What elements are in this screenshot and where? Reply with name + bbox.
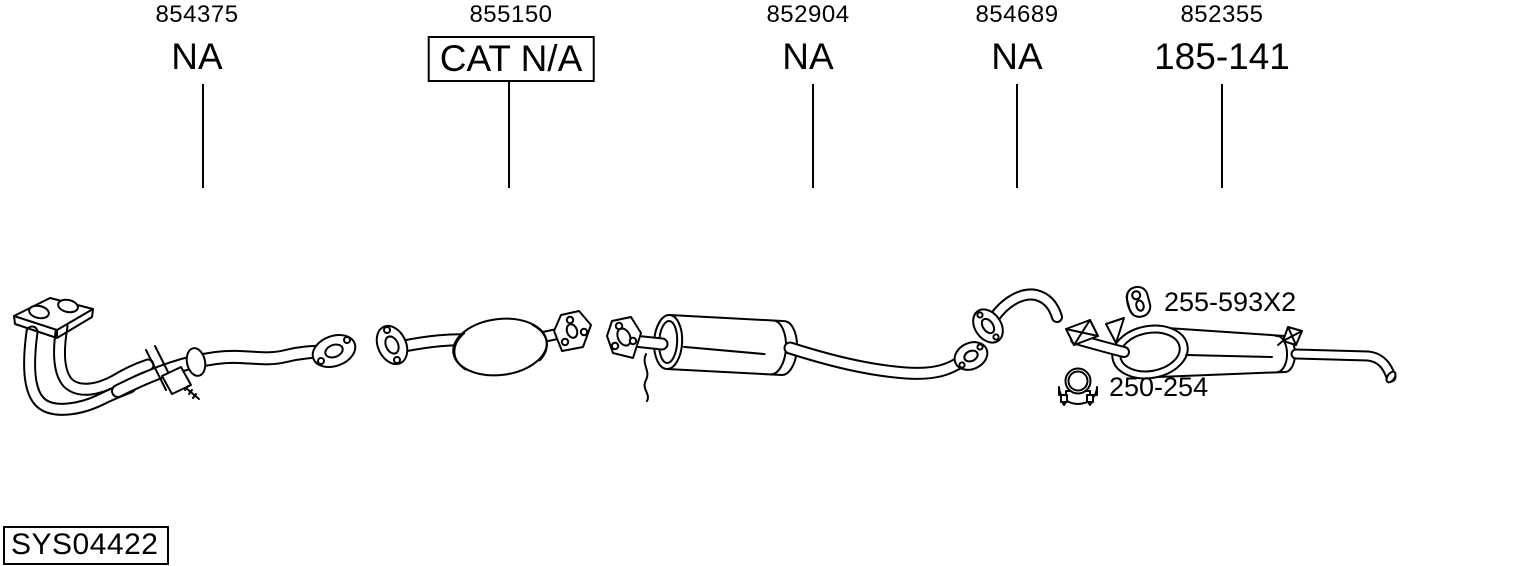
- pipe-sleeve-ring: [185, 347, 207, 377]
- front-flange: [13, 297, 94, 339]
- part-number: 854375: [155, 1, 239, 28]
- annotation-label: 255-593X2: [1164, 287, 1297, 317]
- part-number: 852355: [1180, 1, 1264, 28]
- catalytic-converter: [375, 310, 592, 377]
- part-number: 852904: [766, 1, 850, 28]
- connecting-pipe: [972, 288, 1063, 344]
- part-label: 185-141: [1154, 36, 1290, 77]
- part-column-5: 852355 185-141: [1154, 0, 1290, 78]
- part-column-3: 852904 NA: [766, 0, 849, 78]
- connecting-pipe-flange: [972, 308, 1004, 344]
- part-label: NA: [782, 36, 834, 77]
- system-code-box: SYS04422: [3, 526, 170, 565]
- part-column-2: 855150 CAT N/A: [427, 0, 595, 82]
- front-pipe-outlet-flange: [311, 334, 357, 368]
- middle-pipe-outlet-flange: [953, 341, 989, 371]
- tailpipe-tip: [1385, 370, 1397, 384]
- middle-muffler: [606, 314, 989, 402]
- catalyst-inlet-flange: [375, 324, 409, 366]
- annotation-pipe-clamp: 250-254: [1053, 366, 1208, 408]
- annotation-rubber-hanger: 255-593X2: [1120, 284, 1296, 320]
- part-column-1: 854375 NA: [155, 0, 238, 78]
- part-label: NA: [171, 36, 223, 77]
- hanger-block: [161, 366, 192, 395]
- rear-hanger-bracket: [1105, 317, 1125, 344]
- leader-line-2: [508, 80, 510, 188]
- middle-muffler-body: [653, 314, 799, 377]
- pipe-clamp-icon: [1058, 367, 1098, 406]
- leader-line-1: [202, 84, 204, 188]
- part-number: 854689: [975, 1, 1059, 28]
- part-column-4: 854689 NA: [975, 0, 1058, 78]
- leader-line-3: [812, 84, 814, 188]
- inlet-bracket: [1065, 319, 1099, 346]
- catalyst-outlet-flange: [553, 310, 592, 352]
- part-number: 855150: [469, 1, 553, 28]
- rear-muffler: [1065, 317, 1397, 384]
- leader-line-4: [1016, 84, 1018, 188]
- rear-top-bracket: [1277, 326, 1303, 346]
- part-label-boxed: CAT N/A: [427, 36, 595, 82]
- catalyst-body: [452, 317, 548, 377]
- rubber-hanger-icon: [1125, 285, 1152, 318]
- leader-line-5: [1221, 84, 1223, 188]
- front-pipe: [13, 297, 357, 416]
- annotation-label: 250-254: [1109, 372, 1209, 402]
- part-label: NA: [991, 36, 1043, 77]
- middle-muffler-inlet-flange: [606, 316, 642, 359]
